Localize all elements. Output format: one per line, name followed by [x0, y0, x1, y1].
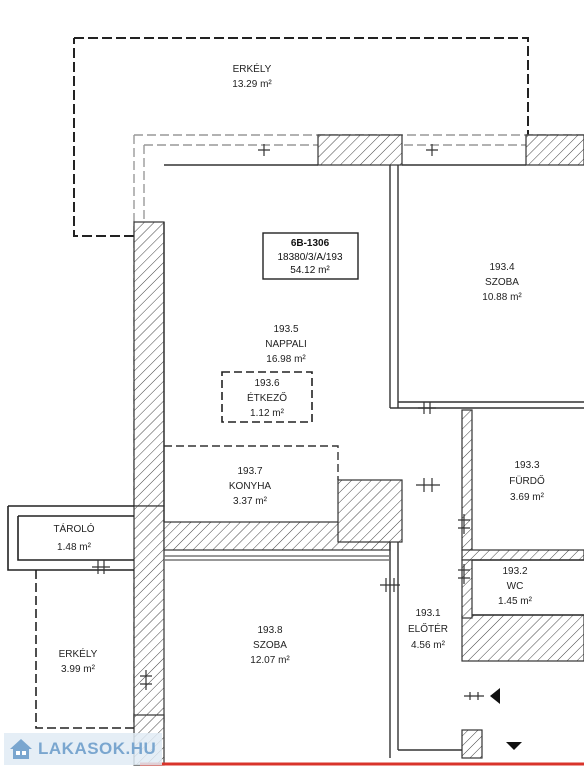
balcony-left-outline [35, 570, 134, 729]
room-number: 193.1 [415, 608, 440, 619]
room-area: 1.48 m² [57, 542, 92, 553]
room-193-2: 193.2 WC 1.45 m² [498, 566, 533, 607]
room-area: 1.45 m² [498, 596, 533, 607]
room-name: ERKÉLY [233, 62, 272, 75]
room-area: 3.99 m² [61, 664, 96, 675]
cross-markers [92, 144, 484, 700]
room-193-1: 193.1 ELŐTÉR 4.56 m² [408, 608, 448, 651]
room-193-6: 193.6 ÉTKEZŐ 1.12 m² [247, 378, 287, 419]
house-icon [10, 739, 32, 759]
logo-text: LAKASOK.HU [38, 739, 157, 758]
room-area: 3.69 m² [510, 492, 545, 503]
entrance-arrow-down-icon [506, 742, 522, 750]
site-logo[interactable]: LAKASOK.HU [4, 733, 163, 765]
room-number: 193.7 [237, 466, 262, 477]
room-number: 193.8 [257, 625, 282, 636]
room-area: 13.29 m² [232, 79, 272, 90]
room-balcony-left: ERKÉLY 3.99 m² [59, 647, 98, 675]
storage-outline [7, 505, 134, 571]
unit-info-box [262, 232, 359, 280]
room-area: 4.56 m² [411, 640, 446, 651]
room-number: 193.2 [502, 566, 527, 577]
room-area: 10.88 m² [482, 292, 522, 303]
room-number: 193.6 [254, 378, 279, 389]
room-193-8: 193.8 SZOBA 12.07 m² [250, 625, 290, 666]
room-193-3: 193.3 FÜRDŐ 3.69 m² [509, 460, 545, 503]
room-name: TÁROLÓ [53, 522, 94, 535]
unit-area: 54.12 m² [290, 265, 330, 276]
balcony-top-outline [73, 37, 529, 237]
room-balcony-top: ERKÉLY 13.29 m² [232, 62, 272, 90]
entrance-arrow-icon [490, 688, 500, 704]
room-number: 193.3 [514, 460, 539, 471]
unit-info: 6B-1306 18380/3/A/193 54.12 m² [277, 238, 342, 276]
room-storage: TÁROLÓ 1.48 m² [53, 522, 94, 553]
room-name: KONYHA [229, 481, 272, 492]
unit-code: 6B-1306 [291, 238, 330, 249]
room-number: 193.4 [489, 262, 514, 273]
room-area: 16.98 m² [266, 354, 306, 365]
room-name: ÉTKEZŐ [247, 390, 287, 404]
room-name: SZOBA [485, 277, 519, 288]
room-number: 193.5 [273, 324, 298, 335]
room-193-5: 193.5 NAPPALI 16.98 m² [265, 324, 307, 365]
room-area: 1.12 m² [250, 408, 285, 419]
partitions [163, 164, 584, 758]
room-name: ELŐTÉR [408, 621, 448, 635]
room-name: WC [507, 581, 524, 592]
room-name: FÜRDŐ [509, 473, 545, 487]
room-area: 3.37 m² [233, 496, 268, 507]
outer-envelope [133, 134, 584, 506]
dining-area-outline [221, 371, 313, 423]
room-name: ERKÉLY [59, 647, 98, 660]
walls [133, 134, 584, 766]
room-area: 12.07 m² [250, 655, 290, 666]
room-name: SZOBA [253, 640, 287, 651]
room-name: NAPPALI [265, 339, 307, 350]
room-193-7: 193.7 KONYHA 3.37 m² [229, 466, 272, 507]
unit-parcel: 18380/3/A/193 [277, 252, 342, 263]
room-193-4: 193.4 SZOBA 10.88 m² [482, 262, 522, 303]
